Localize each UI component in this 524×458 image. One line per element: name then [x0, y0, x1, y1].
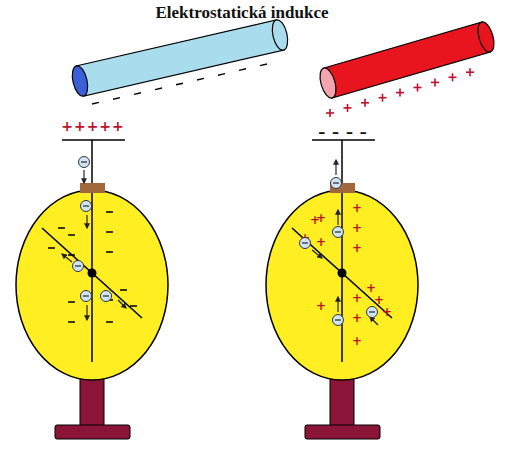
svg-text:+: +	[352, 241, 362, 255]
svg-text:+: +	[352, 311, 362, 325]
charged-rod-negative	[70, 18, 291, 104]
charge-label: +++++	[61, 118, 125, 134]
svg-text:+: +	[316, 235, 326, 249]
svg-text:+: +	[382, 305, 392, 319]
svg-text:+: +	[316, 299, 326, 313]
diagram-title: Elektrostatická indukce	[155, 3, 328, 23]
charged-rod-positive	[317, 20, 497, 117]
svg-text:+: +	[310, 213, 320, 227]
electroscope-right: +++++ ++++ +++++	[266, 140, 418, 439]
charge-label: – – – –	[318, 124, 368, 140]
svg-text:+: +	[352, 221, 362, 235]
svg-text:+: +	[352, 201, 362, 215]
svg-text:+: +	[352, 291, 362, 305]
electroscope-left	[16, 140, 168, 439]
svg-text:+: +	[352, 334, 362, 348]
